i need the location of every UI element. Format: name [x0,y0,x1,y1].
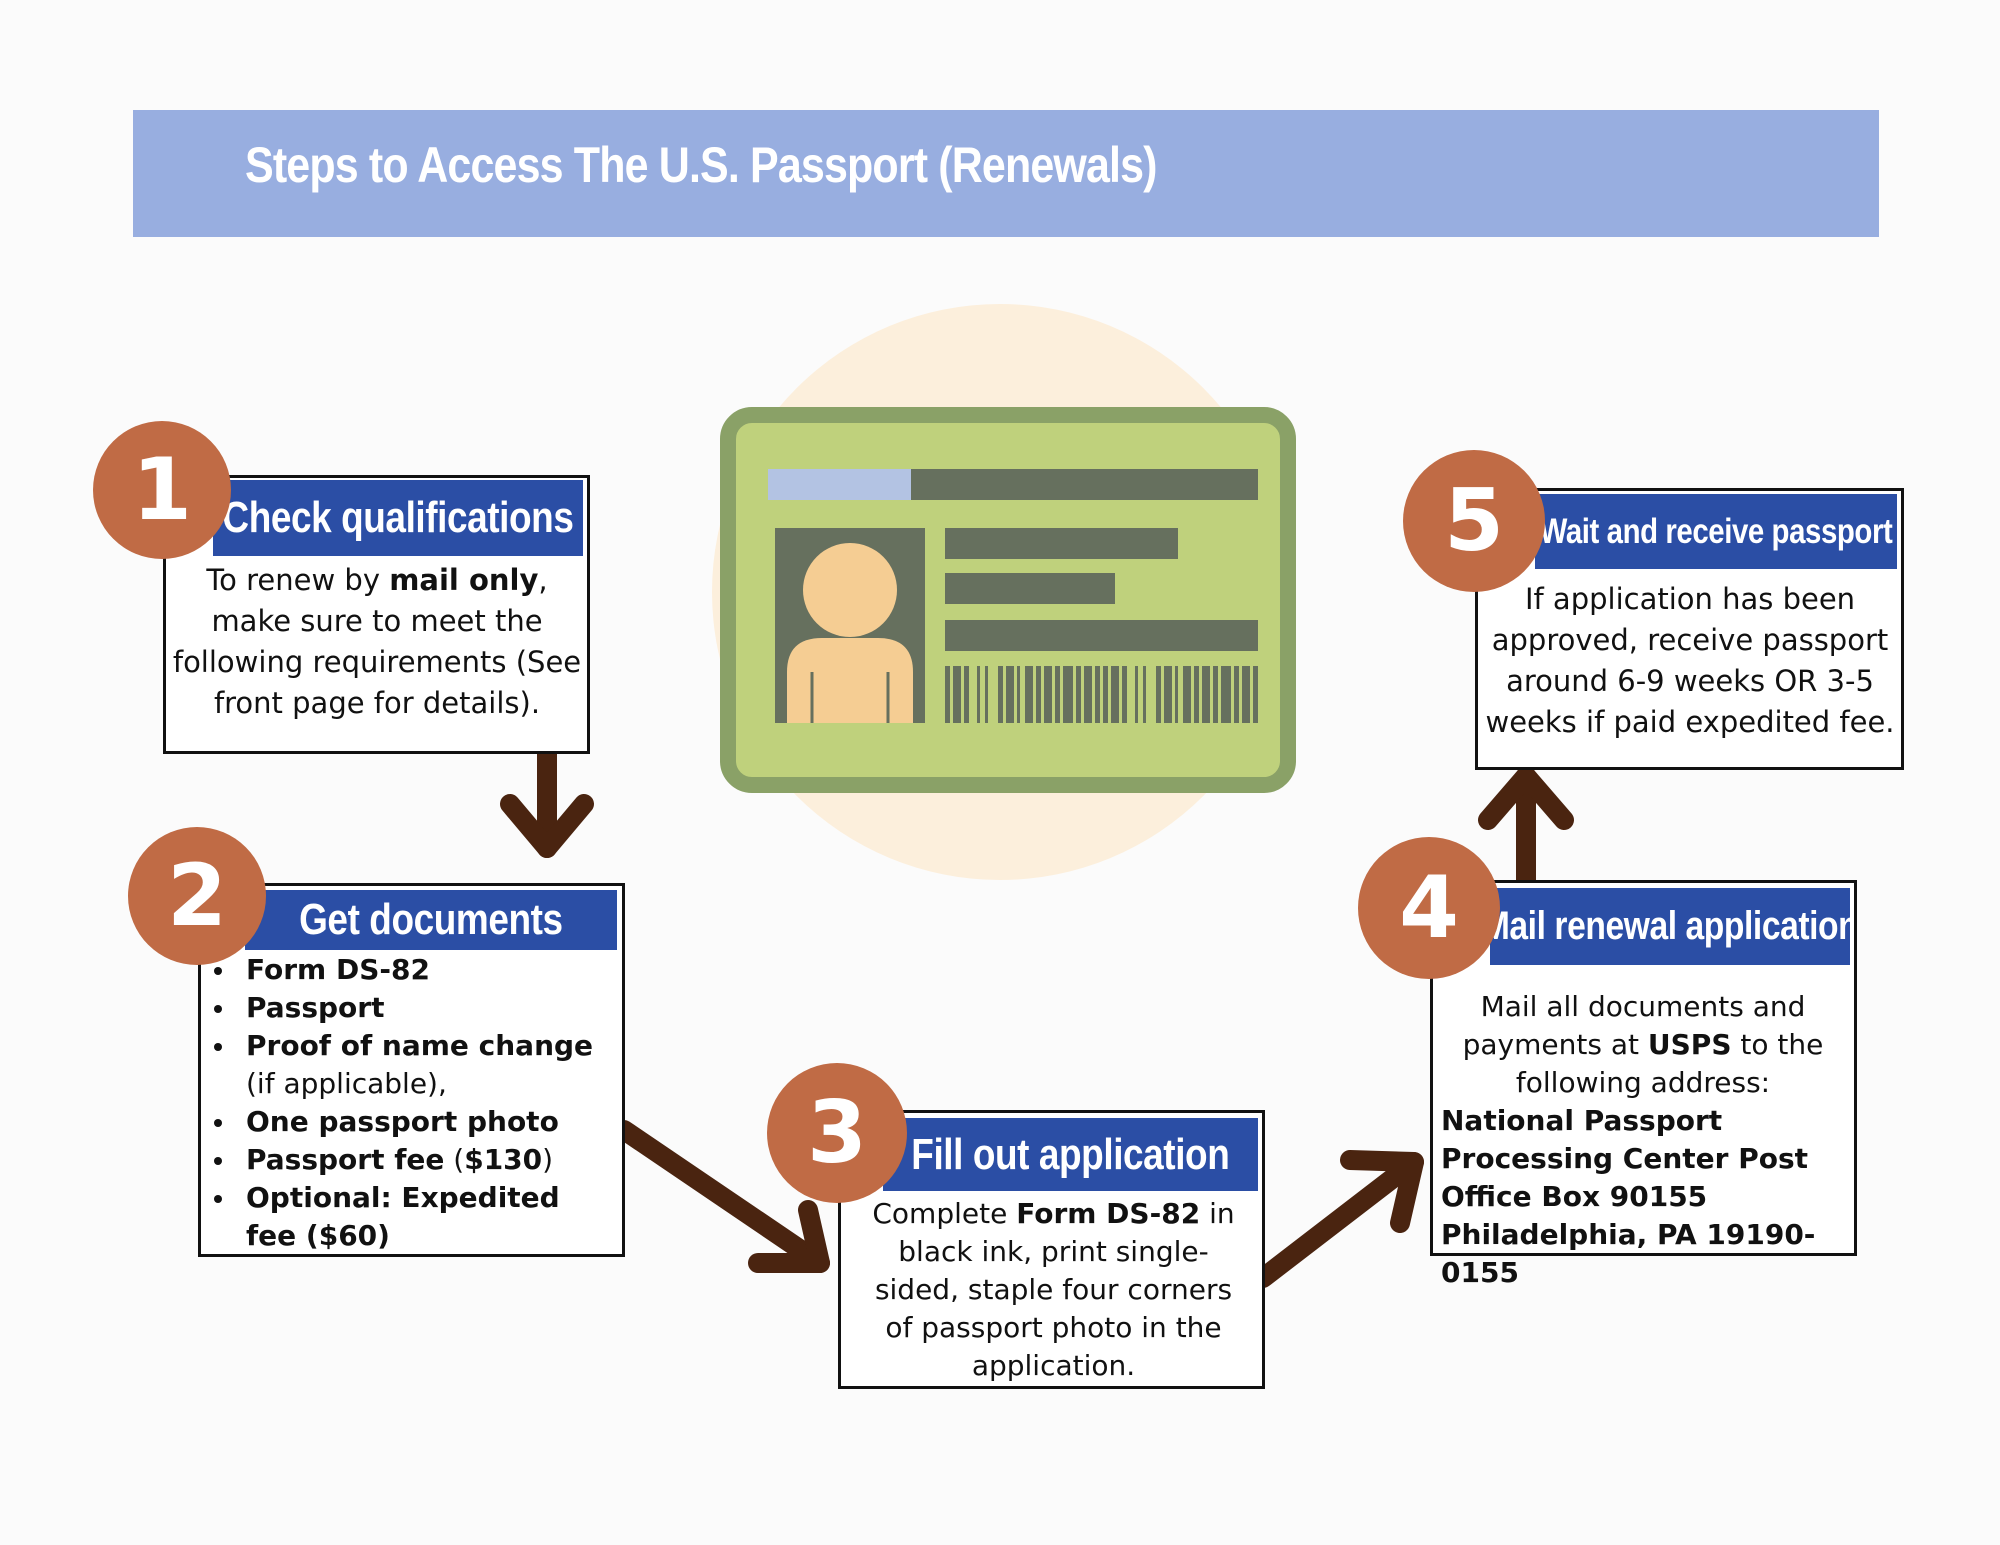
card-text-line-2 [945,573,1115,604]
document-item: Passport [201,989,616,1027]
person-body-icon [787,638,913,723]
step-4-address: National Passport Processing Center Post… [1441,1104,1816,1289]
barcode-icon [945,666,1258,723]
card-text-line-1 [945,528,1178,559]
document-item: Optional: Expedited fee ($60) [201,1179,616,1255]
document-item: Passport fee ($130) [201,1141,616,1179]
arrow-step1-to-step2 [500,742,594,858]
document-item: Proof of name change (if applicable), [201,1027,616,1103]
page-title: Steps to Access The U.S. Passport (Renew… [245,137,1158,193]
step-3-description: Complete Form DS-82 in black ink, print … [872,1197,1235,1382]
step-5-header: Wait and receive passport [1535,494,1897,569]
arrow-step4-to-step5 [1478,766,1574,890]
step-1-badge: 1 [93,421,231,559]
step-2-badge: 2 [128,827,266,965]
document-item: One passport photo [201,1103,616,1141]
step-4-header: Mail renewal application [1490,888,1850,965]
step-3-title: Fill out application [911,1129,1230,1179]
arrow-step2-to-step3 [614,1120,830,1273]
step-5-number: 5 [1444,471,1504,571]
step-4-description: Mail all documents and payments at USPS … [1462,990,1824,1099]
step-5-badge: 5 [1403,450,1545,592]
step-4-number: 4 [1399,858,1459,958]
document-item: Form DS-82 [201,951,616,989]
step-1-title: Check qualifications [222,493,574,542]
step-3-header: Fill out application [883,1118,1258,1191]
step-1-description: To renew by mail only, make sure to meet… [172,563,582,720]
card-text-line-3 [945,620,1258,651]
step-1-number: 1 [132,440,192,540]
step-1-header: Check qualifications [213,480,583,556]
card-top-bar-accent [768,469,911,500]
step-2-title: Get documents [299,895,563,944]
step-2-header: Get documents [245,890,617,950]
step-4-title: Mail renewal application [1490,904,1850,948]
arrow-step3-to-step4 [1253,1150,1424,1288]
document-list: Form DS-82 Passport Proof of name change… [201,951,616,1255]
step-2-number: 2 [167,846,227,946]
step-4-badge: 4 [1358,837,1500,979]
step-3-number: 3 [807,1083,867,1183]
step-5-title: Wait and receive passport [1539,511,1893,551]
title-banner: Steps to Access The U.S. Passport (Renew… [133,110,1879,237]
person-head-icon [803,543,897,637]
step-5-description: If application has been approved, receiv… [1485,582,1895,739]
step-3-badge: 3 [767,1063,907,1203]
